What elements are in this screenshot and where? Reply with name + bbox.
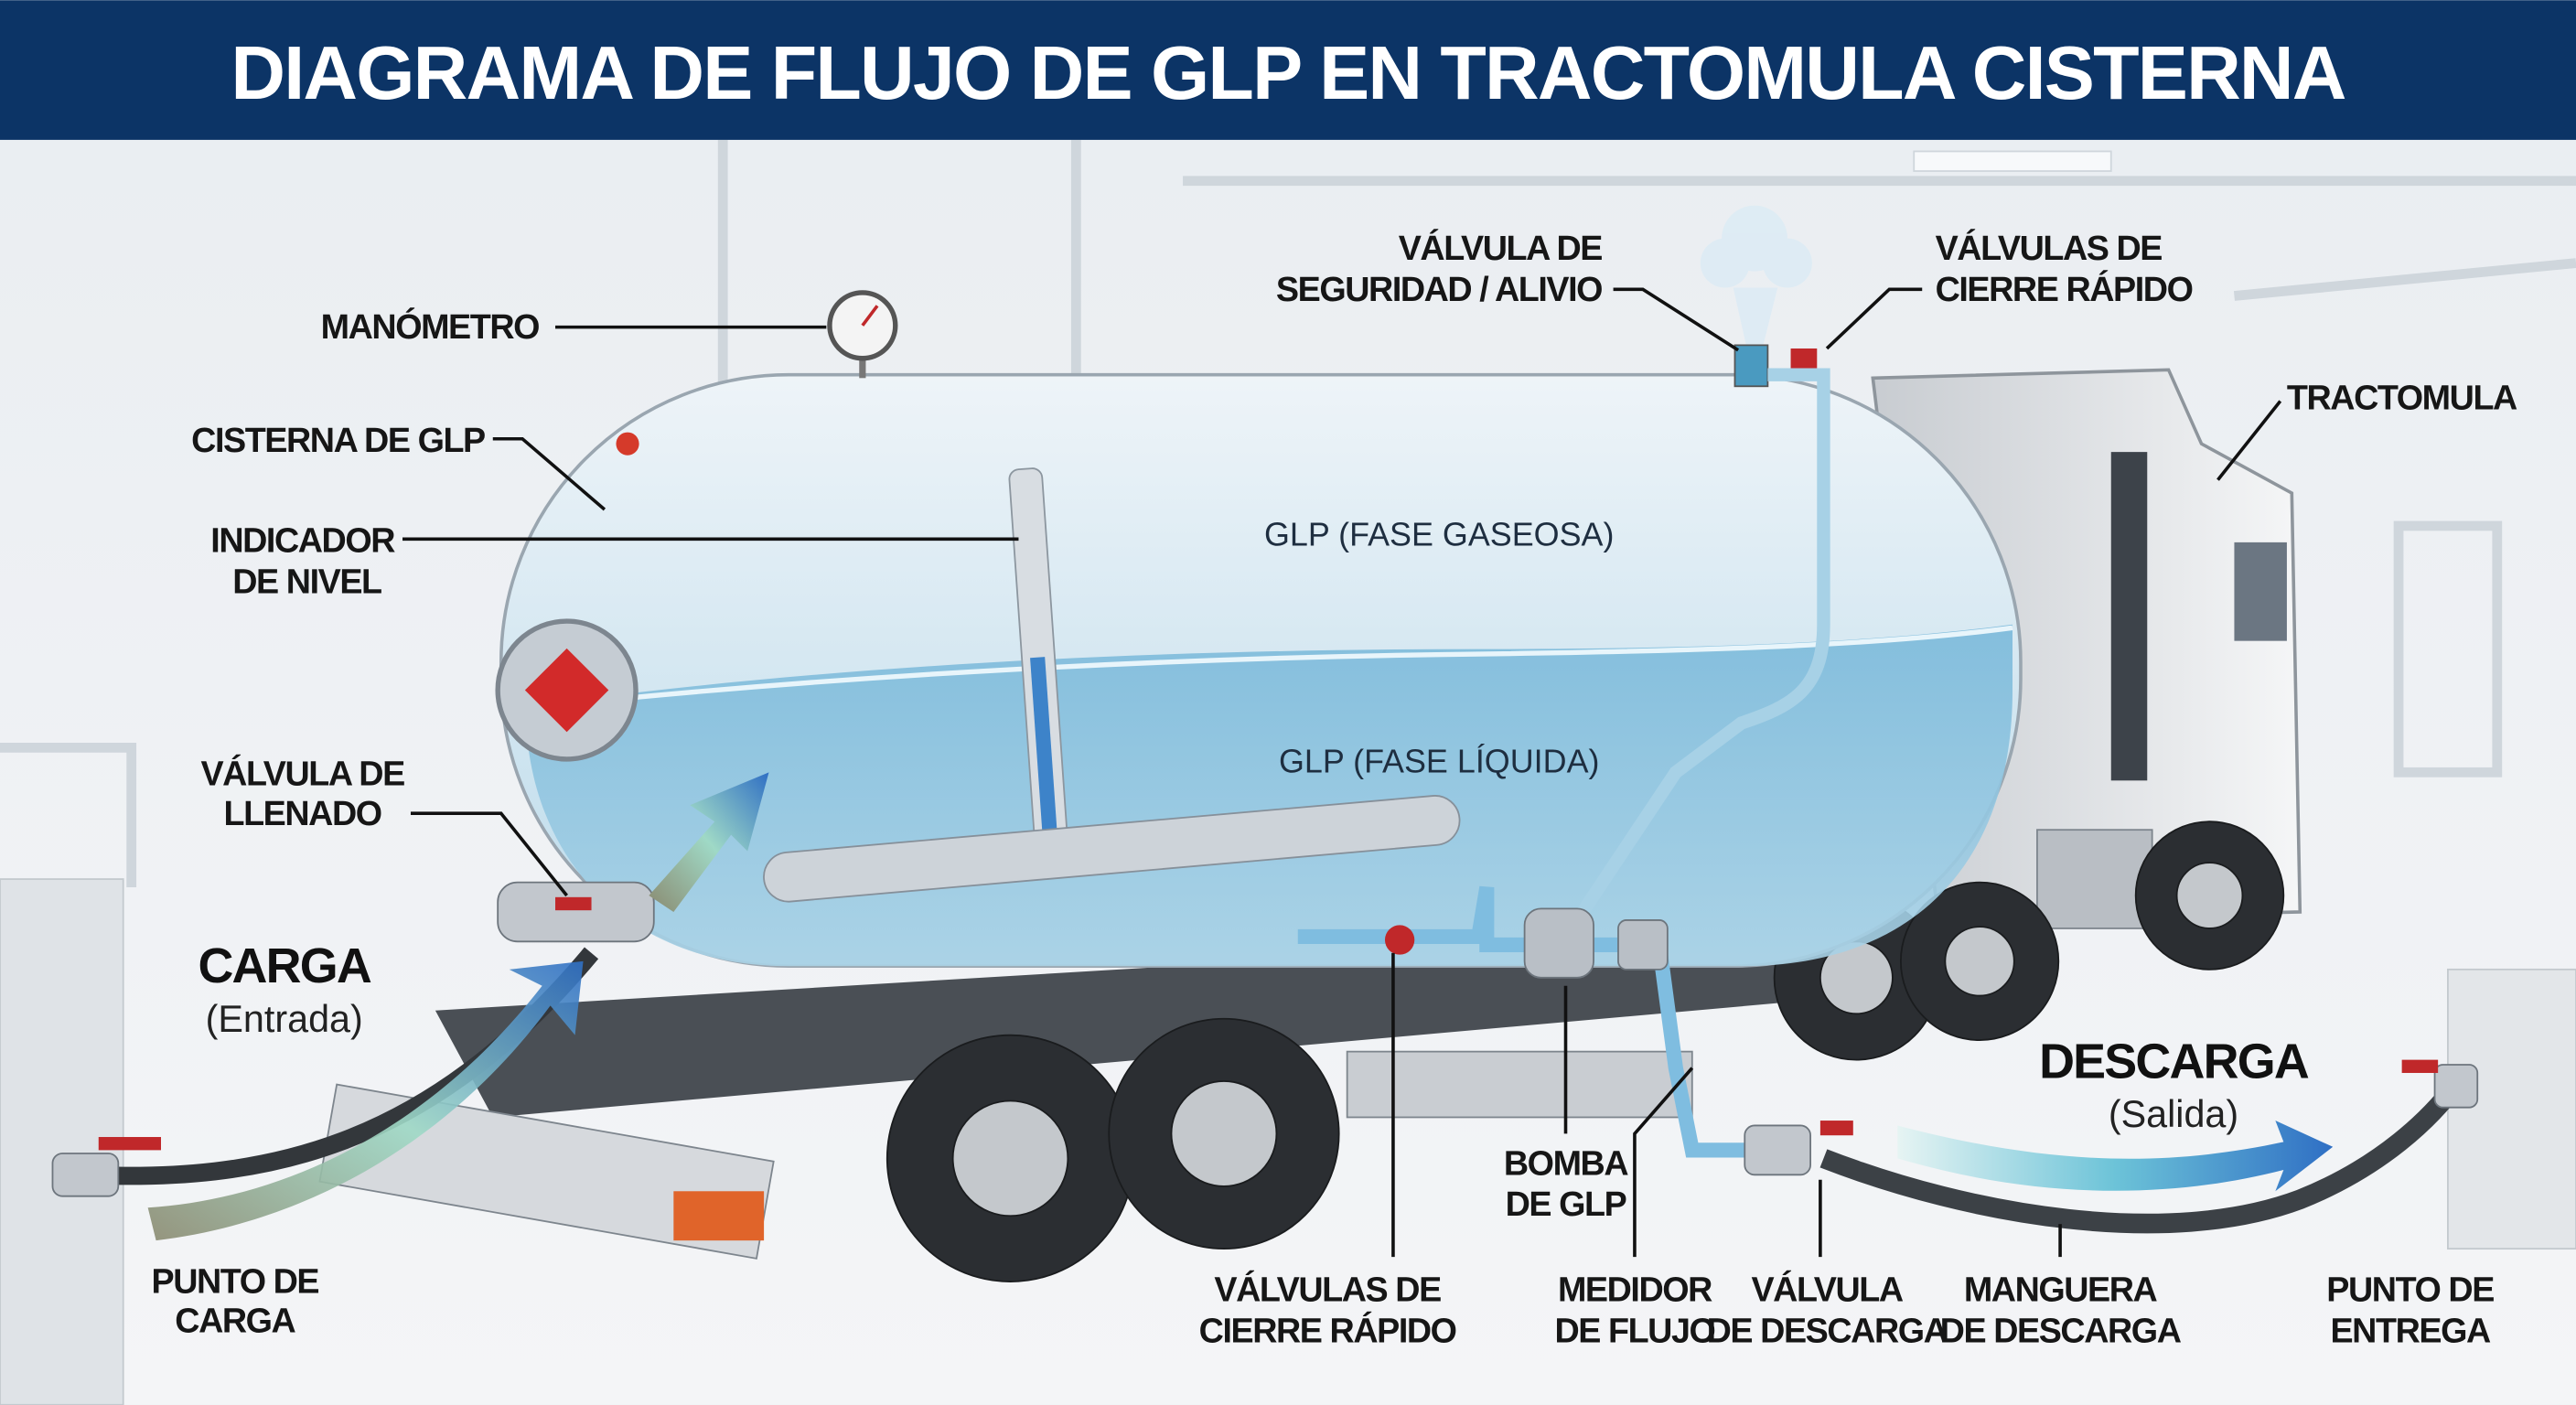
label-bomba-2: DE GLP [1506, 1185, 1626, 1223]
label-medidor-2: DE FLUJO [1554, 1312, 1714, 1350]
label-punto-carga-1: PUNTO DE [151, 1262, 318, 1301]
fill-flow-arrow [649, 772, 769, 912]
liquid-phase-label: GLP (FASE LÍQUIDA) [1279, 742, 1600, 779]
descarga-subtitle: (Salida) [2109, 1093, 2238, 1135]
label-valvula-llenado-2: LLENADO [223, 794, 381, 832]
discharge-valve [1744, 1124, 1811, 1176]
vapor-return-pipe [1572, 368, 1830, 924]
carga-flow-arrow [147, 960, 584, 1241]
label-indicador-1: INDICADOR [210, 521, 395, 560]
ceiling-light [1913, 150, 2112, 172]
fill-valve-handle [555, 896, 592, 911]
level-indicator-fill [1030, 657, 1057, 839]
descarga-title: DESCARGA [2039, 1034, 2309, 1089]
label-medidor-1: MEDIDOR [1558, 1271, 1712, 1309]
loading-point-handle [98, 1137, 161, 1151]
lpg-pump [1523, 907, 1594, 979]
page-title: DIAGRAMA DE FLUJO DE GLP EN TRACTOMULA C… [231, 30, 2345, 115]
bottom-pipe [763, 795, 1461, 903]
gas-phase-label: GLP (FASE GASEOSA) [1264, 515, 1614, 552]
lpg-tank [499, 372, 2023, 969]
loading-point-valve [51, 1153, 120, 1197]
relief-vapor-cloud [1700, 205, 1812, 354]
label-valvula-llenado-1: VÁLVULA DE [200, 755, 404, 793]
discharge-valve-handle [1819, 1121, 1853, 1136]
label-cisterna: CISTERNA DE GLP [191, 421, 485, 459]
quick-close-valve-bottom [1384, 925, 1415, 955]
quick-close-valve-top [1790, 348, 1818, 372]
label-tractomula: TRACTOMULA [2287, 378, 2517, 416]
label-punto-entrega-1: PUNTO DE [2326, 1271, 2494, 1309]
header-bar [0, 0, 2576, 140]
relief-valve [1733, 344, 1769, 388]
label-punto-carga-2: CARGA [175, 1302, 295, 1340]
label-bomba-1: BOMBA [1504, 1143, 1628, 1182]
label-valvula-descarga-1: VÁLVULA [1751, 1271, 1903, 1309]
wheels [886, 820, 2285, 1282]
flow-meter [1617, 919, 1669, 971]
carga-title: CARGA [198, 938, 370, 993]
fill-valve [497, 881, 655, 943]
label-punto-entrega-2: ENTREGA [2330, 1312, 2490, 1350]
discharge-hose [1819, 1078, 2464, 1234]
label-valvulas-cierre-bottom-1: VÁLVULAS DE [1214, 1271, 1441, 1309]
carga-subtitle: (Entrada) [206, 998, 363, 1040]
label-valvulas-cierre-bottom-2: CIERRE RÁPIDO [1199, 1312, 1456, 1350]
leader-lines [402, 287, 2282, 1258]
label-valvula-descarga-2: DE DESCARGA [1707, 1312, 1948, 1350]
label-indicador-2: DE NIVEL [232, 563, 381, 601]
delivery-point-handle [2401, 1059, 2439, 1073]
label-manguera-2: DE DESCARGA [1940, 1312, 2182, 1350]
label-valvulas-cierre-top-1: VÁLVULAS DE [1936, 229, 2163, 267]
label-valvula-seguridad-2: SEGURIDAD / ALIVIO [1276, 270, 1602, 308]
gauge-needle [861, 305, 879, 327]
label-manometro: MANÓMETRO [321, 307, 540, 346]
warehouse-structure [0, 139, 2576, 888]
delivery-point-box [2447, 968, 2576, 1250]
label-manguera-1: MANGUERA [1964, 1271, 2158, 1309]
delivery-point-valve [2433, 1064, 2479, 1109]
red-marker-light [616, 432, 639, 456]
descarga-flow-arrow [1897, 1121, 2334, 1192]
label-valvula-seguridad-1: VÁLVULA DE [1399, 229, 1603, 267]
label-valvulas-cierre-top-2: CIERRE RÁPIDO [1936, 270, 2193, 308]
